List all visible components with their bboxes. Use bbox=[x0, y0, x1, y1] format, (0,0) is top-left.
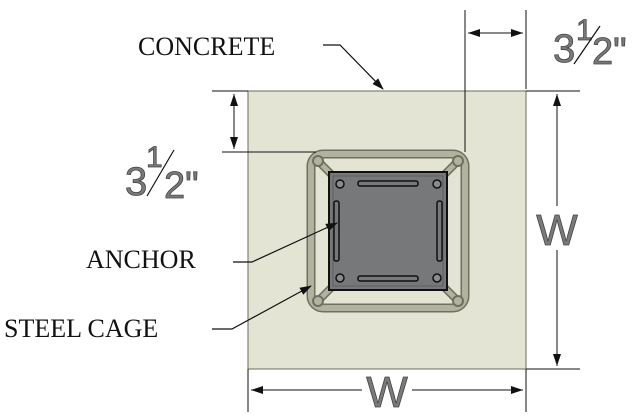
cover-dimension-left bbox=[212, 90, 316, 153]
svg-text:2": 2" bbox=[592, 31, 627, 73]
steel-cage-leader bbox=[212, 285, 312, 330]
anchor-label: ANCHOR bbox=[86, 245, 196, 274]
width-label: W bbox=[366, 368, 408, 417]
width-label-bg bbox=[362, 370, 412, 412]
cover-dimension-left-text: 3 1 2" bbox=[125, 141, 199, 208]
cover-dimension-top-text: 3 1 2" bbox=[553, 14, 627, 74]
anchor-slots bbox=[333, 180, 443, 282]
svg-text:1: 1 bbox=[576, 14, 593, 47]
anchor-bolts bbox=[335, 179, 442, 283]
height-label-bg bbox=[537, 206, 577, 250]
svg-text:3: 3 bbox=[553, 27, 575, 71]
anchor-leader bbox=[233, 222, 338, 263]
anchor-plate bbox=[328, 171, 448, 291]
cover-dimension-top bbox=[464, 10, 527, 152]
height-label: W bbox=[536, 206, 578, 255]
svg-text:3: 3 bbox=[125, 160, 147, 204]
concrete-label: CONCRETE bbox=[138, 32, 275, 61]
concrete-leader bbox=[323, 44, 384, 90]
steel-cage-label: STEEL CAGE bbox=[4, 314, 158, 343]
svg-text:2": 2" bbox=[164, 165, 199, 207]
svg-text:1: 1 bbox=[146, 141, 163, 174]
